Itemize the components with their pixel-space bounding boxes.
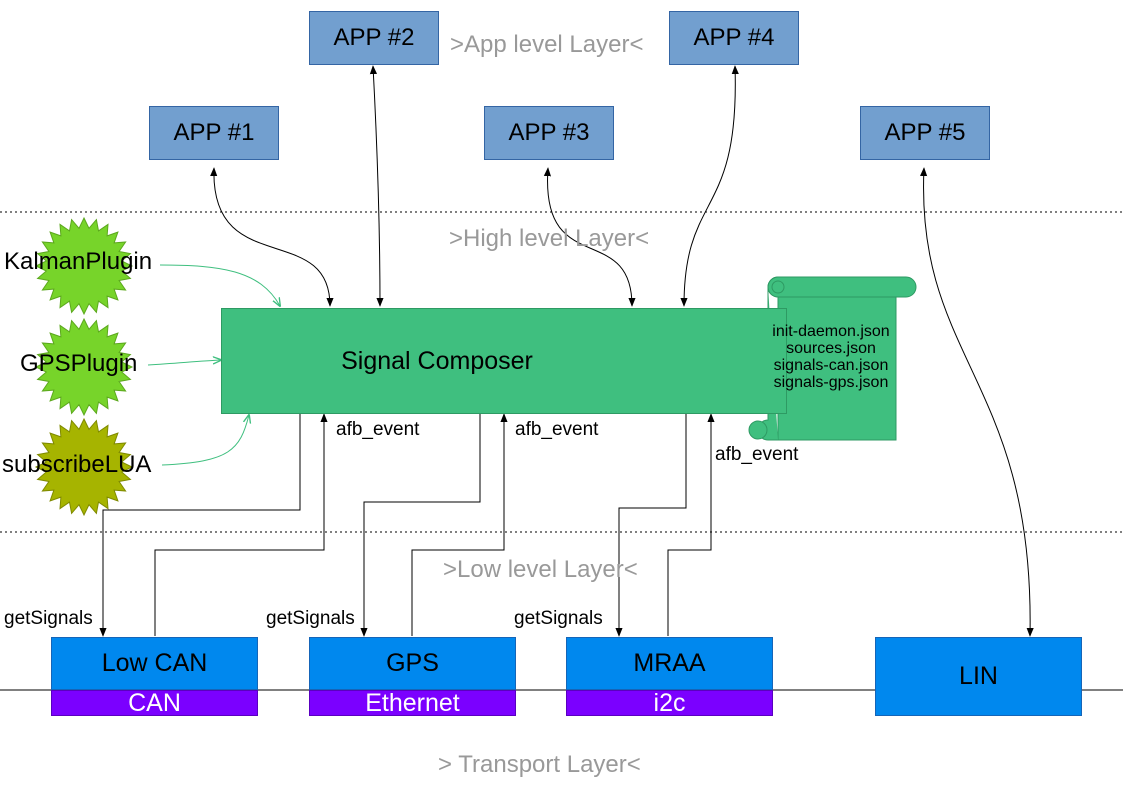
subscribe-lua-arrow [161,415,249,466]
ethernet-transport-box: Ethernet [309,689,516,717]
gps-plugin-star [34,317,134,417]
config-file: signals-can.json [773,357,889,374]
getsignals-lowcan-path [99,414,301,637]
app-2-box[interactable]: APP #2 [309,11,439,65]
app-layer-label: >App level Layer< [450,31,644,58]
can-transport-box: CAN [51,689,258,717]
event-gps-path [411,413,508,636]
transport-layer-label: > Transport Layer< [438,751,641,778]
signal-composer-label: Signal Composer [341,346,533,375]
gps-driver-box[interactable]: GPS [309,637,516,690]
app3-composer-link [543,167,636,307]
kalman-plugin-star [34,216,134,316]
app2-composer-link [369,65,384,307]
low-can-driver-box[interactable]: Low CAN [51,637,258,690]
app-3-box[interactable]: APP #3 [484,106,614,160]
get-signals-label-lowcan: getSignals [4,608,93,629]
afb-event-label-lowcan: afb_event [336,419,420,440]
i2c-transport-box: i2c [566,689,773,717]
config-file: signals-gps.json [773,374,889,391]
getsignals-gps-path [360,414,481,637]
app-5-box[interactable]: APP #5 [860,106,990,160]
low-layer-label: >Low level Layer< [443,556,638,583]
getsignals-mraa-path [615,414,687,637]
app-4-box[interactable]: APP #4 [669,11,799,65]
app-1-box[interactable]: APP #1 [149,106,279,160]
mraa-driver-box[interactable]: MRAA [566,637,773,690]
kalman-plugin-label: KalmanPlugin [4,248,153,275]
config-file: sources.json [786,340,876,357]
lin-driver-box[interactable]: LIN [875,637,1082,716]
gps-plugin-label: GPSPlugin [20,350,138,377]
subscribe-lua-star [34,417,134,517]
afb-event-label-mraa: afb_event [715,444,799,465]
config-file: init-daemon.json [772,323,890,340]
gps-plugin-arrow [147,360,221,366]
subscribe-lua-label: subscribeLUA [2,451,152,478]
signal-composer-box[interactable]: Signal Composer [221,308,787,414]
event-mraa-path [667,413,715,636]
config-file-list: init-daemon.json sources.json signals-ca… [766,323,896,391]
high-layer-label: >High level Layer< [449,225,650,252]
get-signals-label-gps: getSignals [266,608,355,629]
kalman-plugin-arrow [159,264,280,306]
app5-lin-link [920,167,1034,637]
afb-event-label-gps: afb_event [515,419,599,440]
event-lowcan-path [154,413,328,636]
app1-composer-link [210,167,334,307]
app4-composer-link [680,65,739,307]
get-signals-label-mraa: getSignals [514,608,603,629]
